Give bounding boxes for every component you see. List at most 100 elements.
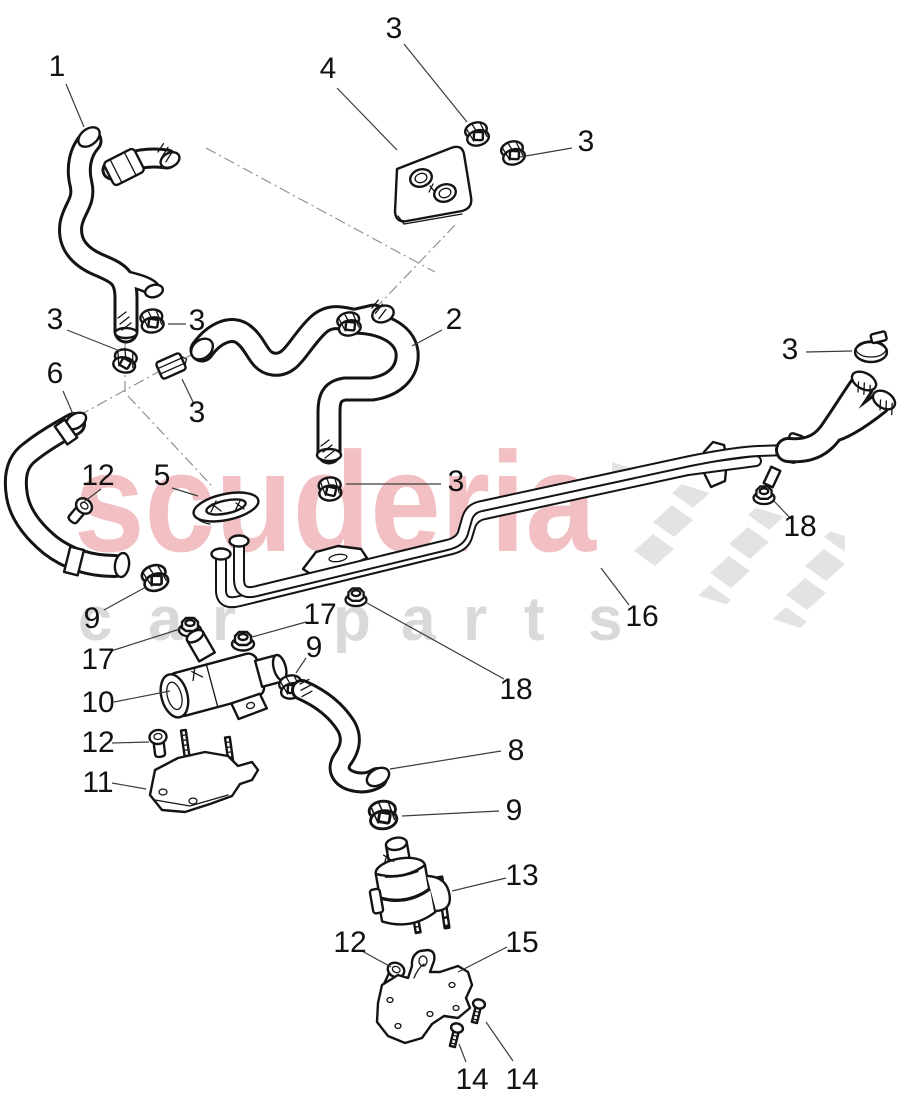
leader-line [171,487,199,497]
callout-10: 10 [81,686,114,719]
callout-8: 8 [508,734,525,767]
watermark-letter: c [78,585,112,654]
callout-14: 14 [455,1063,488,1096]
flag-cell [824,520,845,552]
coolant-hose-6 [3,411,131,579]
coolant-pipe-16 [210,370,899,609]
leader-line [113,690,171,703]
leader-line [519,147,573,158]
leader-line [65,83,85,128]
leader-line [773,500,792,520]
watermark-letter: t [524,585,545,654]
hex-nut [230,630,256,652]
watermark-letter: a [148,585,183,654]
flag-cell [786,578,826,610]
leader-line [110,628,181,652]
callout-3: 3 [578,125,595,158]
flag-cell [672,476,712,508]
hose-clamp [137,306,167,336]
flag-cell [805,549,845,581]
heater-hose-1 [58,126,181,344]
hose-clamp [110,346,140,376]
callout-3: 3 [47,303,64,336]
callout-3: 3 [189,304,206,337]
flag-cell [612,462,636,486]
callout-9: 9 [306,631,323,664]
leader-line [251,621,307,638]
callout-13: 13 [505,859,538,892]
callout-4: 4 [320,52,337,85]
callout-5: 5 [154,459,171,492]
mounting-plate [393,145,473,225]
callout-17: 17 [81,643,114,676]
callout-17: 17 [303,598,336,631]
bracket-11 [148,728,260,814]
hose-clamp [366,798,400,832]
flag-cell [824,658,864,690]
callout-2: 2 [446,303,463,336]
hose-clamp [498,137,528,169]
flange-nut [344,587,368,608]
callout-3: 3 [782,333,799,366]
flange-nut [752,485,776,506]
leader-line [295,657,307,674]
leader-line [66,329,121,352]
leader-line [451,877,507,892]
flag-cell [900,680,912,712]
flag-cell [862,600,902,632]
callout-12: 12 [333,926,366,959]
pump-hose-8 [291,677,391,794]
leader-line [403,43,468,123]
flag-cell [634,534,674,566]
water-pump-13 [368,836,453,935]
leader-line [181,378,195,405]
leader-line [366,602,505,680]
leader-line [111,782,147,790]
hose-coupler [103,147,145,187]
leader-line [361,950,392,968]
retaining-clip [154,349,192,381]
flag-cell [729,527,769,559]
callout-6: 6 [47,357,64,390]
callout-15: 15 [505,926,538,959]
callout-18: 18 [499,673,532,706]
flag-cell [653,505,693,537]
flag-cell [748,636,788,642]
watermark-letter: r [463,585,487,654]
checkered-flag-watermark [612,462,912,712]
flag-cell [843,629,845,642]
leader-line [600,567,630,606]
hose-clamp [316,475,344,503]
callout-14: 14 [505,1063,538,1096]
callout-9: 9 [84,602,101,635]
leader-line [805,350,853,353]
flag-cell [691,585,731,617]
callout-12: 12 [81,726,114,759]
watermark-letter: a [401,585,436,654]
flag-cell [767,607,807,639]
callout-3: 3 [448,465,465,498]
flange-5 [192,491,260,525]
hose-clamp [462,118,492,150]
flag-cell [710,556,750,588]
leader-line [457,946,508,973]
callout-18: 18 [783,510,816,543]
leader-line [411,329,443,347]
callout-11: 11 [82,766,113,799]
leader-line [401,810,500,817]
screw [445,1020,466,1050]
hose-clamp [853,329,889,364]
leader-line [458,1043,467,1063]
callout-16: 16 [625,600,658,633]
leader-line [389,750,502,770]
watermark-letter: s [588,585,622,654]
flag-cell [672,614,712,642]
bracket-15 [375,948,474,1045]
callout-12: 12 [81,459,114,492]
callout-9: 9 [506,794,523,827]
leader-line [111,741,150,744]
bolt [147,727,171,760]
